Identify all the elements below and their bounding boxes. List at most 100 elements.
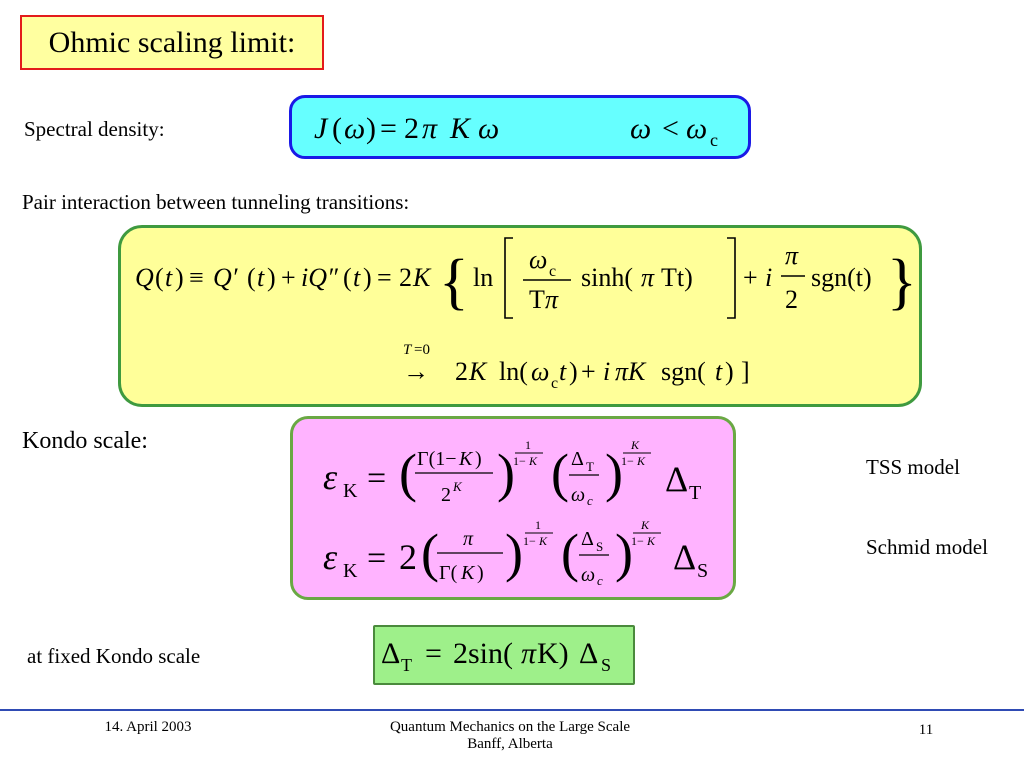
svg-text:ln: ln bbox=[473, 263, 493, 292]
svg-text:=: = bbox=[367, 540, 386, 577]
svg-text:iQ″: iQ″ bbox=[301, 263, 339, 292]
tss-model-label: TSS model bbox=[866, 455, 960, 479]
svg-text:t: t bbox=[165, 263, 173, 292]
svg-text:(: ( bbox=[343, 263, 352, 292]
svg-text:): ) bbox=[505, 523, 523, 583]
svg-text:c: c bbox=[587, 493, 593, 508]
svg-text:+: + bbox=[281, 263, 296, 292]
svg-text:2sin(: 2sin( bbox=[453, 637, 513, 670]
svg-text:S: S bbox=[601, 655, 611, 675]
svg-text:S: S bbox=[596, 539, 603, 554]
svg-text:K: K bbox=[630, 438, 640, 452]
footer-conference: Quantum Mechanics on the Large Scale Ban… bbox=[310, 719, 710, 753]
svg-text:): ) bbox=[497, 443, 515, 503]
spectral-density-label: Spectral density: bbox=[24, 117, 165, 141]
svg-text:→: → bbox=[403, 357, 429, 386]
svg-text:K: K bbox=[343, 480, 358, 502]
pair-interaction-label: Pair interaction between tunneling trans… bbox=[22, 190, 410, 214]
svg-text:}: } bbox=[887, 248, 917, 316]
svg-text:): ) bbox=[366, 112, 376, 145]
svg-text:+: + bbox=[743, 263, 758, 292]
svg-text:): ) bbox=[267, 263, 276, 292]
svg-text:=: = bbox=[425, 637, 442, 670]
svg-text:2: 2 bbox=[455, 357, 468, 386]
svg-text:Q: Q bbox=[135, 263, 154, 292]
svg-text:K: K bbox=[528, 454, 538, 468]
svg-text:π: π bbox=[785, 241, 799, 270]
svg-text:2: 2 bbox=[404, 112, 419, 145]
svg-text:ω: ω bbox=[630, 112, 651, 145]
fixed-kondo-equation: Δ T = 2sin( π K) Δ S bbox=[381, 637, 611, 675]
svg-text:Δ: Δ bbox=[673, 537, 696, 577]
svg-text:(: ( bbox=[421, 523, 439, 583]
svg-text:<: < bbox=[662, 112, 679, 145]
slide-title: Ohmic scaling limit: bbox=[20, 15, 324, 70]
svg-text:K: K bbox=[646, 534, 656, 548]
svg-text:K: K bbox=[468, 357, 488, 386]
svg-text:T: T bbox=[401, 655, 412, 675]
svg-text:ω: ω bbox=[686, 112, 707, 145]
svg-text:S: S bbox=[697, 560, 708, 582]
svg-text:T: T bbox=[586, 459, 594, 474]
svg-text:1−: 1− bbox=[631, 534, 644, 548]
svg-text:Γ(: Γ( bbox=[439, 562, 458, 584]
footer-divider bbox=[0, 709, 1024, 711]
svg-text:t: t bbox=[353, 263, 361, 292]
fixed-kondo-label: at fixed Kondo scale bbox=[27, 644, 201, 668]
svg-text:K: K bbox=[343, 560, 358, 582]
svg-text:): ) bbox=[475, 448, 482, 470]
svg-text:i: i bbox=[603, 357, 610, 386]
svg-text:T: T bbox=[689, 482, 701, 504]
svg-text:πK: πK bbox=[615, 357, 647, 386]
svg-text:ε: ε bbox=[323, 457, 338, 497]
svg-text:=: = bbox=[367, 460, 386, 497]
svg-text:1−: 1− bbox=[513, 454, 526, 468]
slide-title-text: Ohmic scaling limit: bbox=[48, 25, 296, 59]
svg-text:=0: =0 bbox=[414, 342, 430, 358]
svg-text:K: K bbox=[458, 448, 474, 470]
svg-text:π: π bbox=[641, 263, 655, 292]
svg-text:(: ( bbox=[247, 263, 256, 292]
svg-text:=: = bbox=[377, 263, 392, 292]
svg-text:Γ(1−: Γ(1− bbox=[417, 448, 457, 470]
svg-text:): ) bbox=[363, 263, 372, 292]
spectral-density-equation: J ( ω ) = 2 π K ω ω < ω c bbox=[314, 112, 718, 150]
svg-text:i: i bbox=[765, 263, 772, 292]
svg-text:(: ( bbox=[399, 443, 417, 503]
svg-text:1−: 1− bbox=[523, 534, 536, 548]
svg-text:Tt): Tt) bbox=[661, 263, 693, 292]
svg-text:K: K bbox=[460, 562, 476, 584]
svg-text:]: ] bbox=[741, 357, 750, 386]
schmid-model-label: Schmid model bbox=[866, 535, 988, 559]
svg-text:sinh(: sinh( bbox=[581, 263, 633, 292]
svg-text:K: K bbox=[449, 112, 472, 145]
svg-text:K: K bbox=[636, 454, 646, 468]
spectral-density-box: J ( ω ) = 2 π K ω ω < ω c bbox=[289, 95, 751, 159]
footer-conference-line2: Banff, Alberta bbox=[467, 736, 553, 752]
svg-text:ω: ω bbox=[571, 484, 585, 506]
svg-text:t: t bbox=[257, 263, 265, 292]
svg-text:ε: ε bbox=[323, 537, 338, 577]
svg-text:sgn(: sgn( bbox=[661, 357, 706, 386]
svg-text:2: 2 bbox=[399, 263, 412, 292]
svg-text:ω: ω bbox=[478, 112, 499, 145]
footer-date: 14. April 2003 bbox=[104, 719, 192, 735]
svg-text:(: ( bbox=[155, 263, 164, 292]
svg-text:c: c bbox=[551, 375, 558, 392]
svg-text:π: π bbox=[463, 528, 474, 550]
svg-text:): ) bbox=[477, 562, 484, 584]
kondo-scale-equations: ε K = ( Γ(1− K ) 2 K ) 1 1− K ( Δ T ω c … bbox=[323, 438, 708, 588]
footer-page-number: 11 bbox=[918, 722, 934, 738]
svg-text:2: 2 bbox=[441, 484, 451, 506]
svg-text:): ) bbox=[569, 357, 578, 386]
svg-text:sgn(t): sgn(t) bbox=[811, 263, 872, 292]
svg-text:ω: ω bbox=[529, 245, 547, 274]
svg-text:2: 2 bbox=[785, 285, 798, 314]
svg-text:ω: ω bbox=[531, 357, 549, 386]
svg-text:t: t bbox=[715, 357, 723, 386]
fixed-kondo-box: Δ T = 2sin( π K) Δ S bbox=[373, 625, 635, 685]
svg-text:T: T bbox=[403, 342, 413, 358]
svg-text:): ) bbox=[175, 263, 184, 292]
kondo-scale-box: ε K = ( Γ(1− K ) 2 K ) 1 1− K ( Δ T ω c … bbox=[290, 416, 736, 600]
